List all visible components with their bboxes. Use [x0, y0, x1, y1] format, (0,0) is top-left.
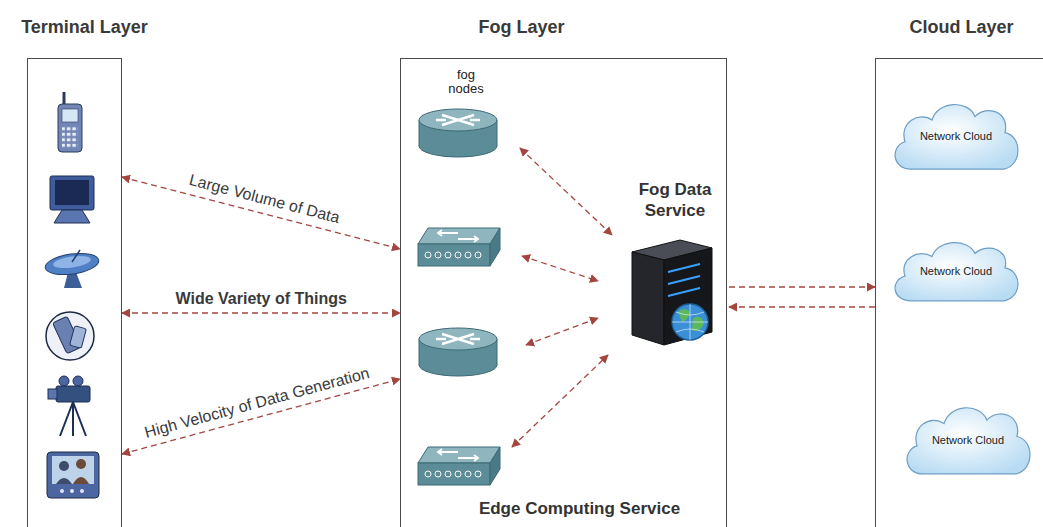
network-cloud: Network Cloud [898, 399, 1038, 481]
fog-node-switch-icon [418, 447, 500, 485]
fog-internal-arrows [522, 256, 598, 281]
satellite-dish-icon [44, 250, 100, 288]
fog-internal-arrows [512, 355, 608, 447]
connectors [122, 177, 875, 454]
fog-layer-panel: Fog LayerEdge Computing ServiceFog Data … [400, 58, 727, 527]
server-icon [668, 264, 700, 296]
fog-internal-arrows [526, 318, 598, 345]
computer-icon [50, 176, 94, 210]
edge-label: Large Volume of Data [185, 171, 343, 228]
network-cloud: Network Cloud [886, 96, 1026, 176]
television-icon [56, 478, 72, 484]
cloud-label: Network Cloud [920, 265, 992, 277]
cloud-label: Network Cloud [932, 434, 1004, 446]
server-icon [632, 240, 712, 345]
network-cloud: Network Cloud [886, 235, 1026, 307]
server-label: Fog Data Service [621, 177, 729, 222]
fog-node-router-icon [419, 328, 497, 376]
server-icon [672, 304, 708, 340]
television-icon [59, 461, 69, 471]
satellite-dish-icon [44, 250, 100, 277]
television-icon [47, 452, 99, 498]
fog-node-switch-icon [418, 228, 500, 266]
group-label: fog nodes [440, 68, 492, 97]
mobile-phone-icon [62, 109, 78, 122]
television-icon [70, 489, 74, 493]
data-flow-arrow [122, 177, 400, 249]
layer-title: Cloud Layer [909, 17, 1013, 38]
mobile-devices-icon [46, 312, 94, 360]
server-icon [678, 309, 704, 331]
television-icon [52, 456, 94, 484]
fog-node-switch-icon [418, 228, 500, 266]
edge-label: Wide Variety of Things [174, 290, 349, 308]
fog-node-router-icon [419, 328, 497, 376]
mobile-phone-icon [58, 104, 82, 152]
layer-title: Fog Layer [478, 17, 564, 38]
service-label: Edge Computing Service [479, 499, 680, 519]
cloud-label: Network Cloud [920, 130, 992, 142]
server-icon [632, 252, 664, 345]
fog-internal-arrows [520, 148, 612, 235]
video-camera-icon [60, 402, 86, 436]
video-camera-icon [48, 389, 57, 399]
fog-internal-arrows [512, 148, 612, 447]
data-flow-arrow [729, 286, 875, 287]
video-camera-icon [73, 376, 83, 386]
mobile-phone-icon [58, 92, 82, 152]
video-camera-icon [48, 376, 90, 436]
computer-icon [55, 180, 89, 205]
computer-icon [50, 176, 94, 223]
mobile-devices-icon [46, 312, 94, 360]
server-icon [668, 264, 700, 272]
fog-node-router-icon [419, 109, 497, 157]
television-icon [47, 452, 99, 498]
television-icon [76, 459, 86, 469]
cloud-outline [895, 243, 1018, 301]
television-icon [73, 477, 89, 484]
satellite-dish-icon [72, 250, 80, 262]
server-icon [672, 304, 708, 340]
television-icon [80, 489, 84, 493]
mobile-phone-icon [62, 126, 78, 148]
fog-node-router-icon [419, 109, 497, 157]
fog-node-switch-icon [418, 447, 500, 485]
mobile-devices-icon [70, 326, 87, 348]
cloud-outline [895, 105, 1018, 170]
television-icon [60, 489, 64, 493]
cloud-layer-panel: Cloud LayerNetwork CloudNetwork CloudNet… [875, 58, 1043, 527]
data-flow-arrow [122, 312, 400, 313]
server-icon [664, 248, 712, 345]
video-camera-icon [56, 386, 90, 402]
data-flow-arrow [122, 379, 400, 454]
video-camera-icon [59, 376, 69, 386]
computer-icon [54, 210, 90, 223]
terminal-layer-panel: Terminal Layer [27, 58, 122, 527]
data-flow-arrow [729, 306, 875, 307]
fog-data-service-node: Fog Data Service [621, 177, 729, 345]
edge-label: High Velocity of Data Generation [141, 364, 374, 443]
server-icon [668, 288, 700, 296]
server-icon [668, 276, 700, 284]
layer-title: Terminal Layer [21, 17, 148, 38]
cloud-outline [907, 408, 1030, 474]
